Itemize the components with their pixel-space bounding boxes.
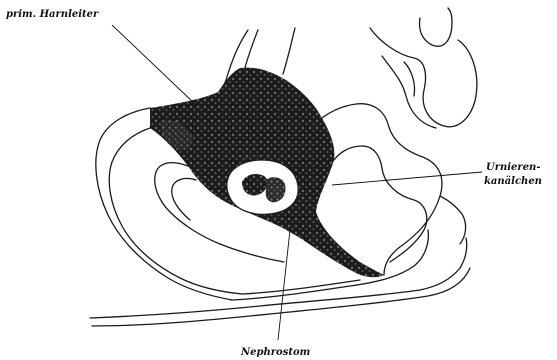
label-urnieren-line2: kanälchen [484,176,542,187]
leader-prim-harnleiter [112,25,196,105]
label-nephrostom: Nephrostom [240,347,310,358]
upper-right-structures [370,8,477,128]
label-urnieren-line1: Urnieren- [486,162,540,173]
leader-urnieren [332,172,482,185]
label-prim-harnleiter: prim. Harnleiter [6,9,99,20]
leader-nephrostom [278,230,290,340]
